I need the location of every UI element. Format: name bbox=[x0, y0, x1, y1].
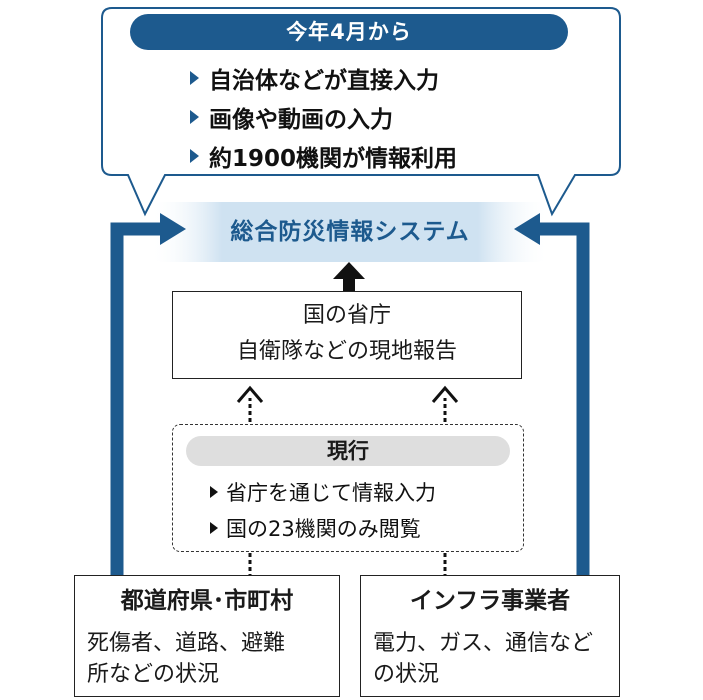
new-system-feature-text: 約1900機関が情報利用 bbox=[209, 145, 458, 172]
infrastructure-title: インフラ事業者 bbox=[409, 588, 571, 614]
infrastructure-description: 電力、ガス、通信など の状況 bbox=[373, 628, 607, 690]
current-system-list: 省庁を通じて情報入力 国の23機関のみ閲覧 bbox=[210, 474, 520, 546]
infrastructure-desc-line: 電力、ガス、通信など bbox=[373, 631, 594, 656]
new-system-feature-text: 画像や動画の入力 bbox=[209, 106, 393, 133]
ministries-subtitle: 自衛隊などの現地報告 bbox=[236, 339, 457, 364]
triangle-bullet-icon bbox=[210, 522, 218, 534]
new-system-feature-list: 自治体などが直接入力 画像や動画の入力 約1900機関が情報利用 bbox=[190, 58, 550, 175]
new-system-header: 今年4月から bbox=[130, 14, 568, 50]
new-system-feature: 自治体などが直接入力 bbox=[190, 58, 550, 97]
system-label: 総合防災情報システム bbox=[230, 219, 470, 245]
left-flow-line bbox=[110, 222, 162, 580]
triangle-bullet-icon bbox=[210, 486, 218, 498]
local-government-desc-line: 所などの状況 bbox=[87, 662, 220, 687]
current-arrow-left-head bbox=[236, 385, 264, 403]
current-system-item: 国の23機関のみ閲覧 bbox=[210, 510, 520, 546]
local-government-description: 死傷者、道路、避難 所などの状況 bbox=[87, 628, 327, 690]
new-system-feature-text: 自治体などが直接入力 bbox=[209, 67, 439, 94]
ministry-to-system-arrowhead bbox=[333, 262, 365, 279]
current-arrow-right-head bbox=[431, 385, 459, 403]
local-government-desc-line: 死傷者、道路、避難 bbox=[87, 631, 286, 656]
current-system-item-text: 国の23機関のみ閲覧 bbox=[226, 517, 421, 541]
right-flow-line bbox=[538, 222, 590, 580]
ministry-to-system-shaft bbox=[343, 276, 355, 292]
current-system-header: 現行 bbox=[186, 436, 510, 466]
new-system-feature: 約1900機関が情報利用 bbox=[190, 136, 550, 175]
triangle-bullet-icon bbox=[190, 70, 199, 85]
ministries-box: 国の省庁 自衛隊などの現地報告 bbox=[172, 291, 522, 379]
ministries-title: 国の省庁 bbox=[302, 303, 391, 328]
local-government-box: 都道府県･市町村 死傷者、道路、避難 所などの状況 bbox=[74, 575, 340, 697]
left-flow-arrowhead bbox=[160, 213, 186, 245]
local-government-title: 都道府県･市町村 bbox=[120, 588, 294, 614]
system-band bbox=[150, 202, 550, 262]
right-flow-arrowhead bbox=[514, 213, 540, 245]
infrastructure-desc-line: の状況 bbox=[373, 662, 440, 687]
triangle-bullet-icon bbox=[190, 148, 199, 163]
current-system-item-text: 省庁を通じて情報入力 bbox=[226, 481, 436, 505]
current-system-item: 省庁を通じて情報入力 bbox=[210, 474, 520, 510]
infrastructure-box: インフラ事業者 電力、ガス、通信など の状況 bbox=[360, 575, 620, 697]
new-system-feature: 画像や動画の入力 bbox=[190, 97, 550, 136]
triangle-bullet-icon bbox=[190, 109, 199, 124]
callout-bubble bbox=[101, 7, 621, 217]
